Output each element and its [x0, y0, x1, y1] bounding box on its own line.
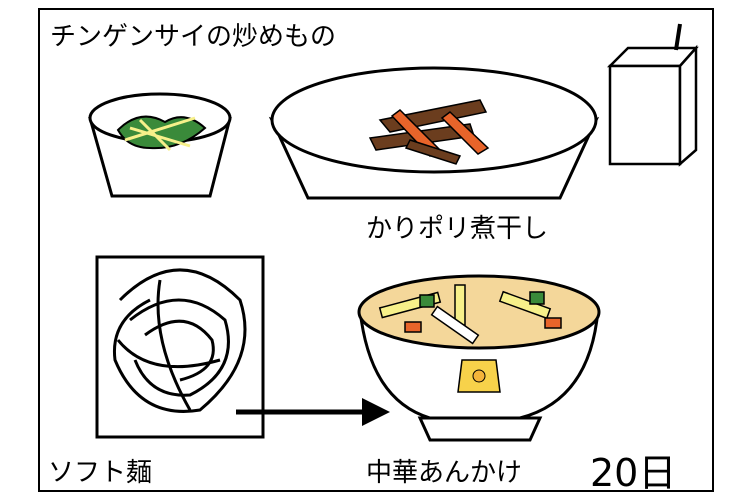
- arrow-icon: [236, 398, 390, 426]
- dish-title: チンゲンサイの炒めもの: [50, 22, 337, 52]
- fish-plate-icon: [268, 66, 600, 200]
- noodles-icon: [95, 255, 265, 439]
- soup-label: 中華あんかけ: [366, 458, 523, 488]
- milk-carton-icon: [606, 23, 699, 167]
- bok-choy-bowl-icon: [88, 92, 232, 198]
- noodle-label: ソフト麺: [48, 458, 153, 488]
- date-label: 20日: [590, 451, 677, 495]
- soup-bowl-icon: [357, 274, 601, 442]
- side-dish-label: かりポリ煮干し: [366, 214, 549, 244]
